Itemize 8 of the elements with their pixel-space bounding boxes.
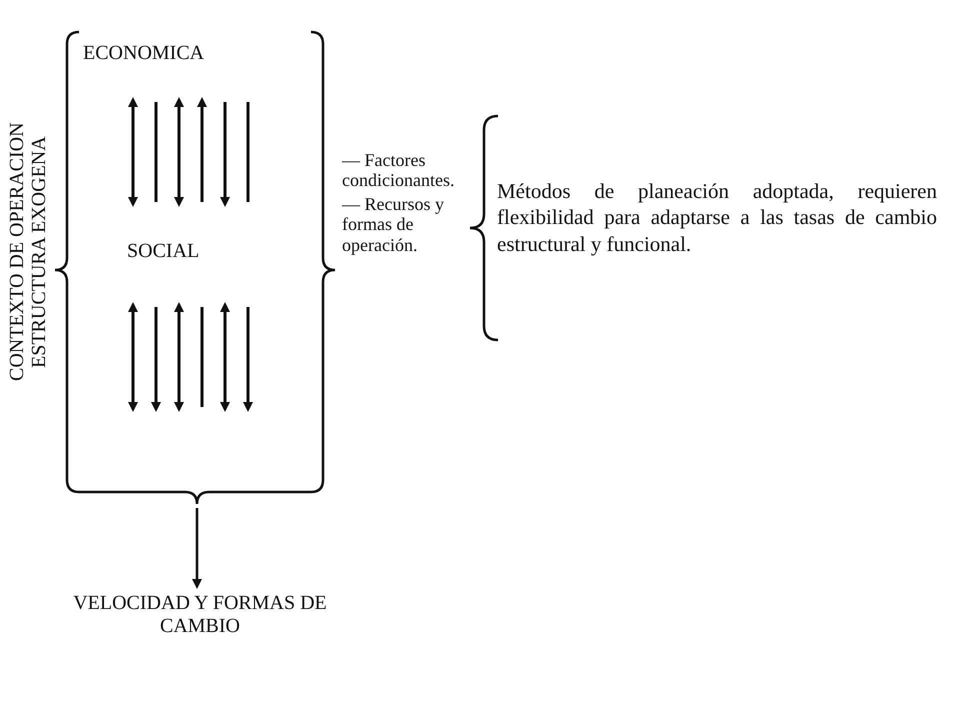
section-heading: SOCIAL: [127, 240, 200, 263]
section-heading: ECONOMICA: [83, 42, 204, 65]
vertical-label: CONTEXTO DE OPERACION ESTRUCTURA EXOGENA: [6, 122, 50, 384]
list-item: — Factores condicionantes.: [342, 150, 456, 190]
result-label: VELOCIDAD Y FORMAS DE CAMBIO: [72, 592, 328, 638]
arrow: [192, 508, 202, 589]
description-text: Métodos de planeación adoptada, requieren flexibilidad para adaptarse a las tasas de cambio estructural y funcional.: [497, 178, 937, 257]
list-item: — Recursos y formas de operación.: [342, 194, 445, 255]
